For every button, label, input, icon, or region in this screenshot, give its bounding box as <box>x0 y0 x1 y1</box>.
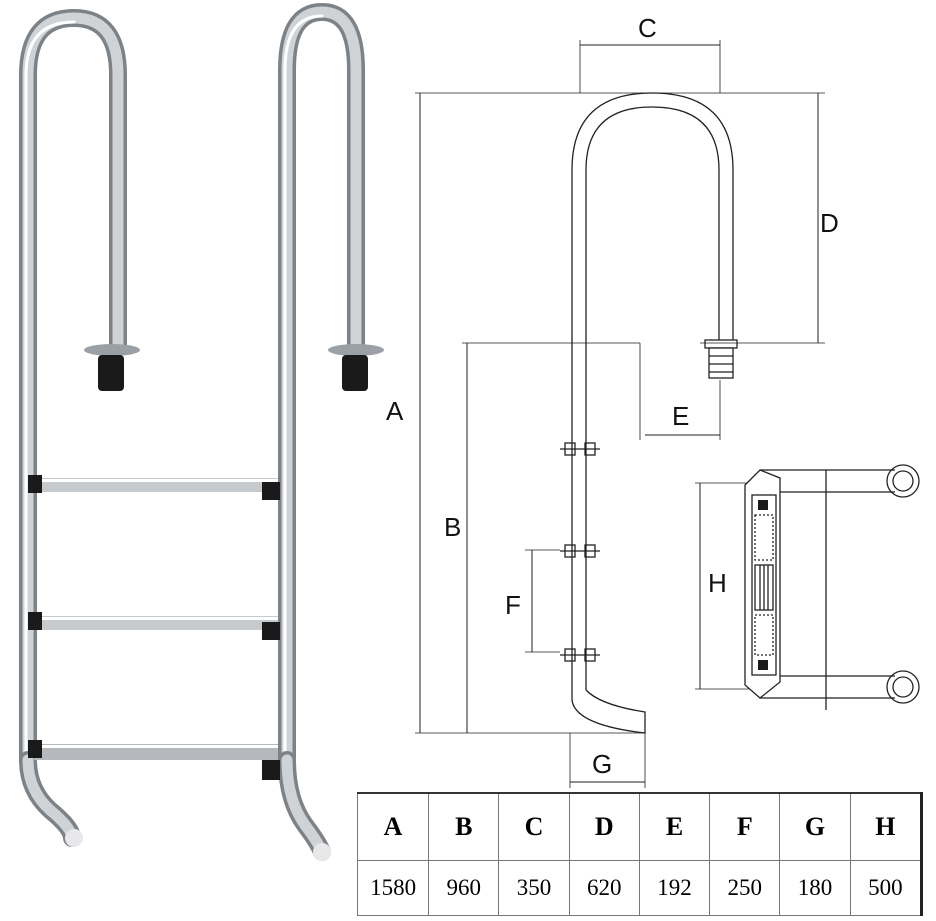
rail-inner <box>585 106 720 690</box>
header-cell: G <box>779 792 851 861</box>
rail-outer <box>571 92 734 700</box>
dim-label-h: H <box>708 568 727 598</box>
header-cell: A <box>356 792 430 861</box>
dim-label-a: A <box>386 396 404 426</box>
table-row: 1580 960 350 620 192 250 180 500 <box>356 860 923 916</box>
dim-label-f: F <box>505 590 521 620</box>
value-cell: 350 <box>498 860 570 916</box>
feet-caps <box>65 829 331 861</box>
wall-brackets <box>560 442 600 662</box>
dim-label-c: C <box>638 13 657 43</box>
value-cell: 250 <box>709 860 781 916</box>
right-rail <box>278 2 365 861</box>
header-cell: F <box>709 792 781 861</box>
dim-label-e: E <box>672 401 689 431</box>
value-cell: 960 <box>428 860 500 916</box>
value-cell: 500 <box>849 860 923 916</box>
left-rail <box>19 8 127 847</box>
technical-drawing <box>415 40 920 788</box>
step-side-view <box>744 464 920 710</box>
dim-label-d: D <box>820 208 839 238</box>
header-cell: D <box>568 792 640 861</box>
dimension-labels: A B C D E F G H <box>386 13 839 779</box>
anchor-fittings <box>84 344 384 391</box>
header-cell: E <box>638 792 711 861</box>
value-cell: 192 <box>638 860 711 916</box>
dim-label-g: G <box>592 749 612 779</box>
value-cell: 620 <box>568 860 640 916</box>
table-header-row: A B C D E F G H <box>356 792 923 861</box>
header-cell: H <box>849 792 923 861</box>
value-cell: 1580 <box>356 860 430 916</box>
header-cell: C <box>498 792 570 861</box>
value-cell: 180 <box>779 860 851 916</box>
header-cell: B <box>428 792 500 861</box>
dimension-spec-table: A B C D E F G H 1580 960 350 620 192 250… <box>356 792 923 916</box>
dim-label-b: B <box>444 512 461 542</box>
steps <box>28 475 280 780</box>
ladder-photo <box>19 2 384 861</box>
